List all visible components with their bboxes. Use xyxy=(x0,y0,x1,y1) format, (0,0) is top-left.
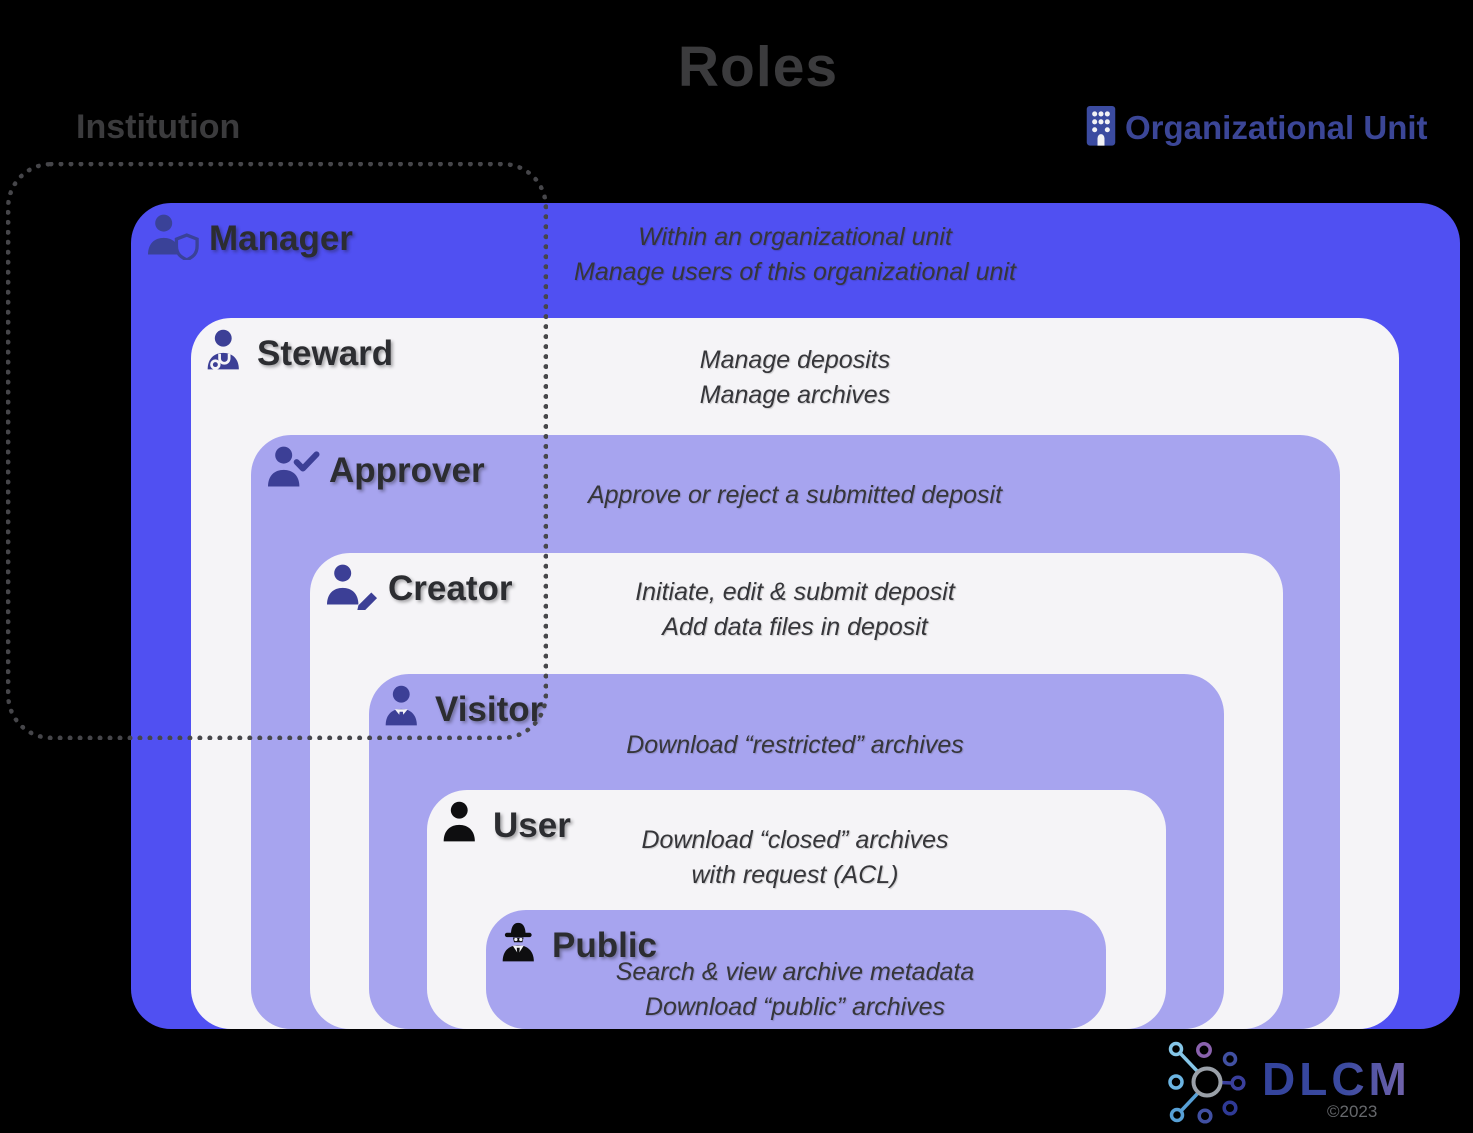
dlcm-logo: DLCM ©2023 xyxy=(1160,1038,1460,1128)
role-header-visitor: Visitor xyxy=(382,683,543,736)
institution-label: Institution xyxy=(76,108,241,146)
role-label: Manager xyxy=(209,218,353,258)
user-doctor-icon xyxy=(204,327,248,380)
organizational-unit-label: Organizational Unit xyxy=(1082,104,1428,151)
role-header-steward: Steward xyxy=(204,327,393,380)
role-description-user: Download “closed” archives with request … xyxy=(641,826,949,889)
role-label: Approver xyxy=(329,450,485,490)
role-header-manager: Manager xyxy=(144,212,353,265)
role-header-approver: Approver xyxy=(264,444,485,497)
role-header-public: Public xyxy=(499,919,657,972)
dlcm-wordmark: DLCM xyxy=(1262,1053,1411,1105)
copyright-text: ©2023 xyxy=(1327,1102,1378,1121)
role-description-manager: Within an organizational unit Manage use… xyxy=(574,223,1016,286)
role-description-creator: Initiate, edit & submit deposit Add data… xyxy=(635,578,955,641)
role-description-public: Search & view archive metadata Download … xyxy=(615,958,975,1021)
role-box-public: Public xyxy=(486,910,1106,1029)
role-description-visitor: Download “restricted” archives xyxy=(626,731,964,759)
building-icon xyxy=(1082,104,1120,151)
page-title: Roles xyxy=(677,35,839,99)
network-icon xyxy=(1160,1038,1255,1131)
role-label: User xyxy=(493,805,571,845)
role-header-creator: Creator xyxy=(323,562,512,615)
role-description-approver: Approve or reject a submitted deposit xyxy=(587,481,1003,509)
user-icon xyxy=(440,799,484,852)
role-label: Visitor xyxy=(435,689,544,729)
role-label: Creator xyxy=(388,568,513,608)
role-label: Steward xyxy=(257,333,394,373)
user-edit-icon xyxy=(323,562,379,615)
user-tie-icon xyxy=(382,683,426,736)
role-description-steward: Manage deposits Manage archives xyxy=(699,346,891,409)
user-secret-icon xyxy=(499,919,543,972)
role-header-user: User xyxy=(440,799,571,852)
user-check-icon xyxy=(264,444,320,497)
role-label: Public xyxy=(552,925,658,965)
user-shield-icon xyxy=(144,212,200,265)
organizational-unit-text: Organizational Unit xyxy=(1125,108,1428,146)
